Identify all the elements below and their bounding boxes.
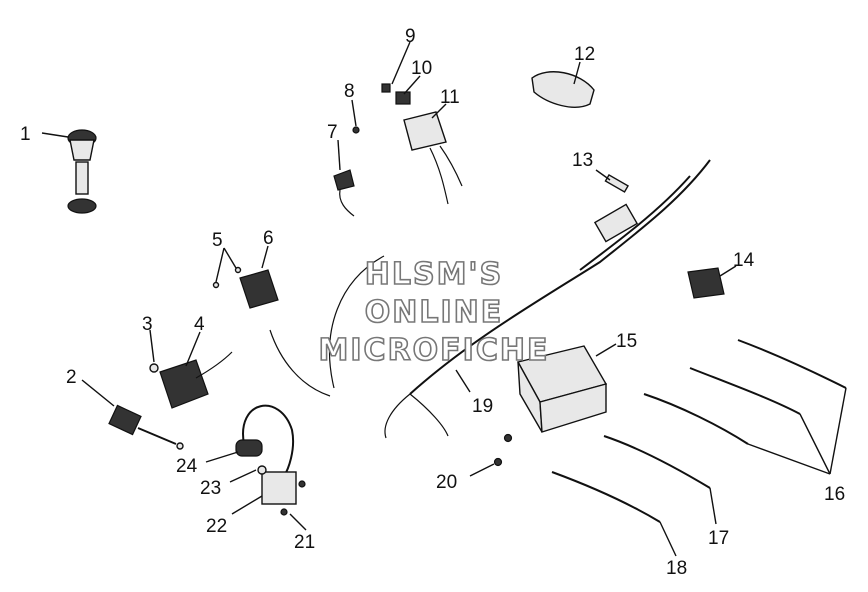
part-fuse [595, 169, 629, 193]
part-battery [516, 343, 617, 433]
part-cover [531, 61, 595, 108]
part-switch [333, 139, 355, 217]
callout-7: 7 [327, 122, 338, 143]
callout-19: 19 [472, 396, 493, 417]
part-ignition-coil [205, 404, 307, 531]
callout-5: 5 [212, 230, 223, 251]
callout-13: 13 [572, 150, 593, 171]
callout-18: 18 [666, 558, 687, 579]
callout-9: 9 [405, 26, 416, 47]
callout-20: 20 [436, 472, 457, 493]
watermark: HLSM'S ONLINE MICROFICHE [318, 256, 550, 369]
callout-4: 4 [194, 314, 205, 335]
part-fuse-holder [687, 265, 737, 299]
callout-10: 10 [411, 58, 432, 79]
callout-22: 22 [206, 516, 227, 537]
part-regulator [149, 329, 233, 409]
part-ignition-switch [41, 129, 97, 214]
watermark-line-3: MICROFICHE [319, 333, 550, 368]
part-straps [551, 339, 847, 557]
callout-11: 11 [440, 87, 460, 108]
callout-24: 24 [176, 456, 198, 477]
part-relay [381, 41, 463, 205]
part-battery-bolts [469, 433, 513, 477]
callout-labels: 1 2 3 4 5 6 7 8 9 10 11 12 13 14 15 16 1… [20, 26, 845, 579]
part-cdi-box [212, 245, 279, 309]
callout-1: 1 [20, 124, 31, 145]
callout-3: 3 [142, 314, 153, 335]
callout-14: 14 [733, 250, 755, 271]
callout-16: 16 [824, 484, 845, 505]
callout-2: 2 [66, 367, 77, 388]
part-wire-harness [269, 159, 711, 439]
watermark-line-2: ONLINE [365, 295, 504, 330]
callout-12: 12 [574, 44, 595, 65]
callout-8: 8 [344, 81, 355, 102]
part-sender [81, 379, 184, 450]
callout-15: 15 [616, 331, 637, 352]
watermark-line-1: HLSM'S [365, 257, 503, 292]
callout-17: 17 [708, 528, 729, 549]
callout-6: 6 [263, 228, 274, 249]
callout-23: 23 [200, 478, 221, 499]
callout-21: 21 [294, 532, 315, 553]
part-bolt [351, 99, 360, 134]
